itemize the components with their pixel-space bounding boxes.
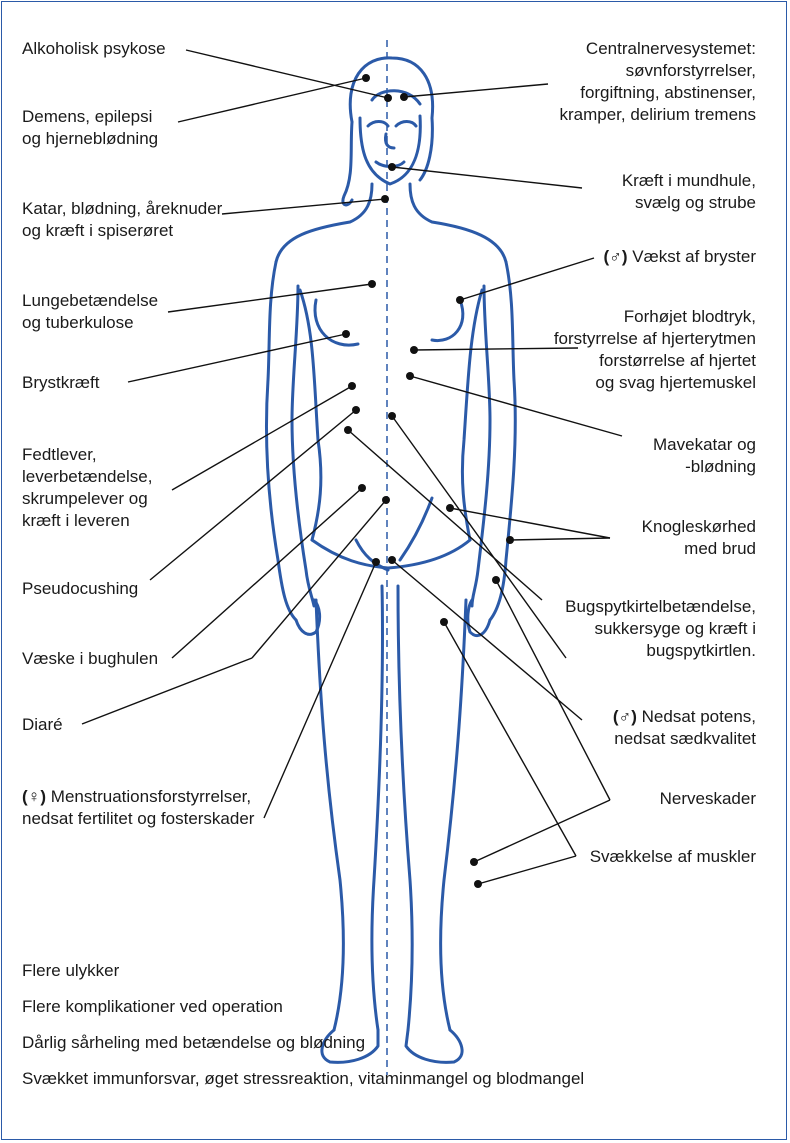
label-vaekst-bryster: (♂) Vækst af bryster: [603, 246, 756, 268]
footer-item: Dårlig sårheling med betændelse og blødn…: [22, 1032, 365, 1054]
label-brystkraeft: Brystkræft: [22, 372, 99, 394]
female-symbol-icon: (♀): [22, 787, 46, 806]
label-bugspytkirtel: Bugspytkirtelbetændelse,sukkersyge og kr…: [565, 596, 756, 662]
footer-item: Flere ulykker: [22, 960, 119, 982]
label-diare: Diaré: [22, 714, 63, 736]
label-centralnervesystemet: Centralnervesystemet:søvnforstyrrelser, …: [559, 38, 756, 126]
label-menstruation: (♀) Menstruationsforstyrrelser, nedsat f…: [22, 786, 254, 830]
leader-lines: [82, 50, 622, 884]
label-pseudocushing: Pseudocushing: [22, 578, 138, 600]
label-lever: Fedtlever,leverbetændelse, skrumpelever …: [22, 444, 152, 532]
label-alkoholisk-psykose: Alkoholisk psykose: [22, 38, 166, 60]
footer-item: Svækket immunforsvar, øget stressreaktio…: [22, 1068, 584, 1090]
male-symbol-icon: (♂): [603, 247, 627, 266]
label-mavekatar: Mavekatar og-blødning: [653, 434, 756, 478]
footer-item: Flere komplikationer ved operation: [22, 996, 283, 1018]
label-potens: (♂) Nedsat potens, nedsat sædkvalitet: [613, 706, 756, 750]
label-hjerte: Forhøjet blodtryk,forstyrrelse af hjerte…: [554, 306, 756, 394]
male-symbol-icon: (♂): [613, 707, 637, 726]
label-mundhule: Kræft i mundhule,svælg og strube: [622, 170, 756, 214]
label-nerveskader: Nerveskader: [660, 788, 756, 810]
label-muskler: Svækkelse af muskler: [590, 846, 756, 868]
label-vaeske-bughulen: Væske i bughulen: [22, 648, 158, 670]
